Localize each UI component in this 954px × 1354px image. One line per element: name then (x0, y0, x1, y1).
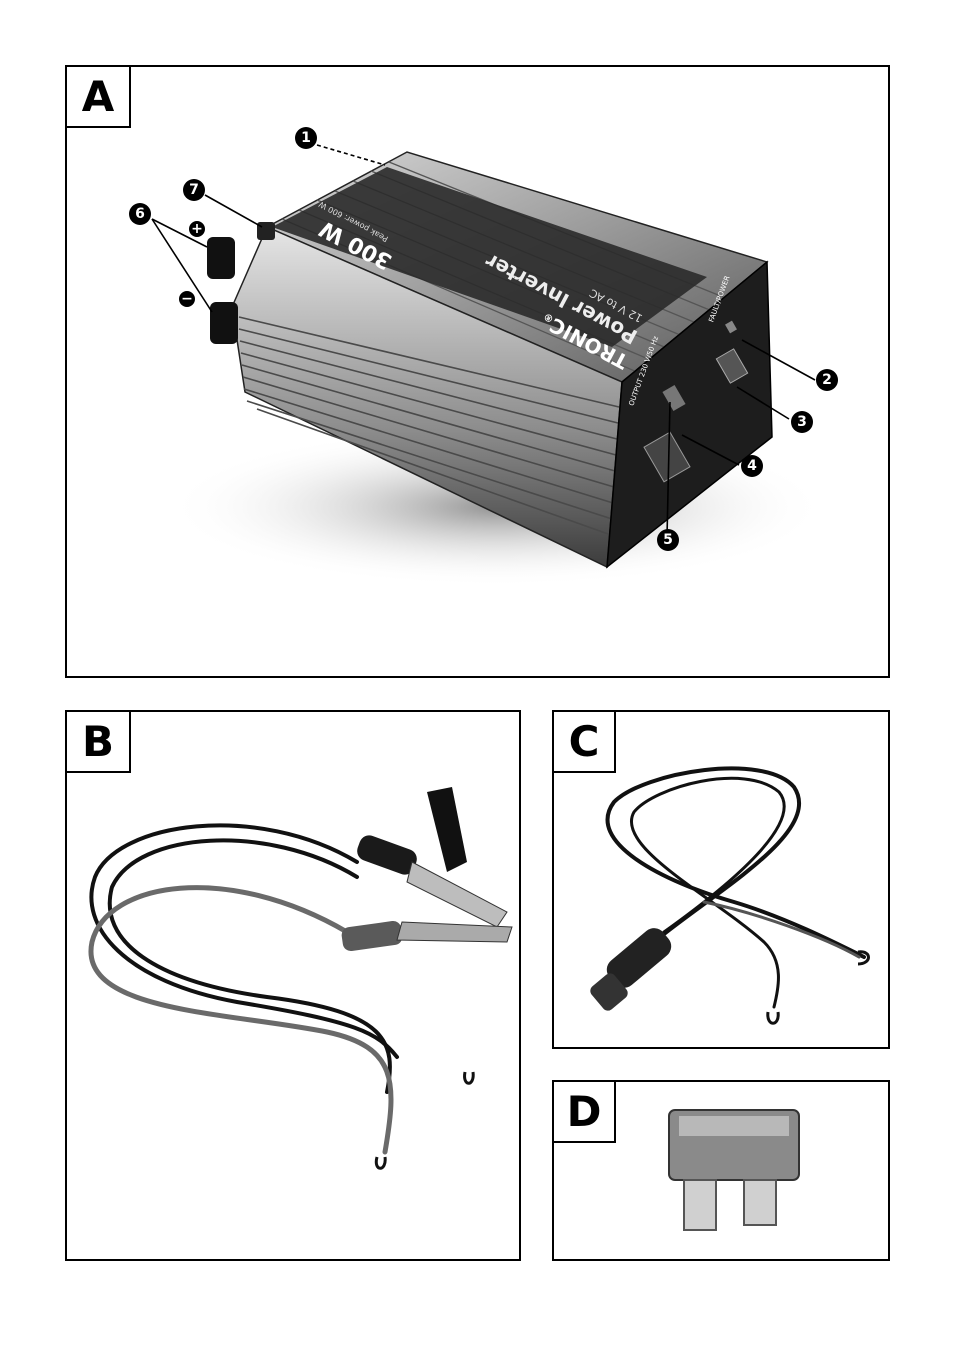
clamp-cables (88, 823, 399, 1155)
callout-5: 5 (657, 529, 679, 551)
panel-a-label: A (65, 65, 131, 128)
panel-d-label: D (552, 1080, 616, 1143)
blade-fuse (668, 1109, 800, 1231)
device-label-band (272, 167, 707, 347)
callout-1: 1 (295, 127, 317, 149)
lighter-cables (605, 766, 866, 1009)
callout-3: 3 (791, 411, 813, 433)
red-clamp (341, 920, 513, 952)
led-indicators (725, 320, 737, 334)
callout-2: 2 (816, 369, 838, 391)
panel-b-label: B (65, 710, 131, 773)
fuse-illustration (668, 1109, 800, 1231)
leader-lines (151, 144, 816, 538)
device-end-panel (606, 260, 773, 569)
usb-port (662, 384, 686, 412)
panel-b: B (65, 710, 521, 1261)
inverter-illustration (151, 144, 827, 587)
power-switch (715, 348, 749, 384)
panel-c: C (552, 710, 890, 1049)
black-clamp (357, 787, 508, 928)
callout-4: 4 (741, 455, 763, 477)
panel-a: A (65, 65, 890, 678)
battery-terminals (207, 222, 275, 344)
panel-c-label: C (552, 710, 616, 773)
lighter-plug (590, 928, 672, 1011)
plus-sign-icon: + (189, 221, 205, 237)
minus-sign-icon: − (179, 291, 195, 307)
lighter-fork-terminals (766, 950, 870, 1025)
panel-d: D (552, 1080, 890, 1261)
callout-6: 6 (129, 203, 151, 225)
battery-clamp-cable-illustration (88, 787, 513, 1170)
callout-7: 7 (183, 179, 205, 201)
fork-terminals (374, 1071, 475, 1170)
cigarette-lighter-cable-illustration (590, 766, 870, 1025)
device-side-fins (238, 316, 620, 536)
ac-socket (643, 431, 691, 483)
